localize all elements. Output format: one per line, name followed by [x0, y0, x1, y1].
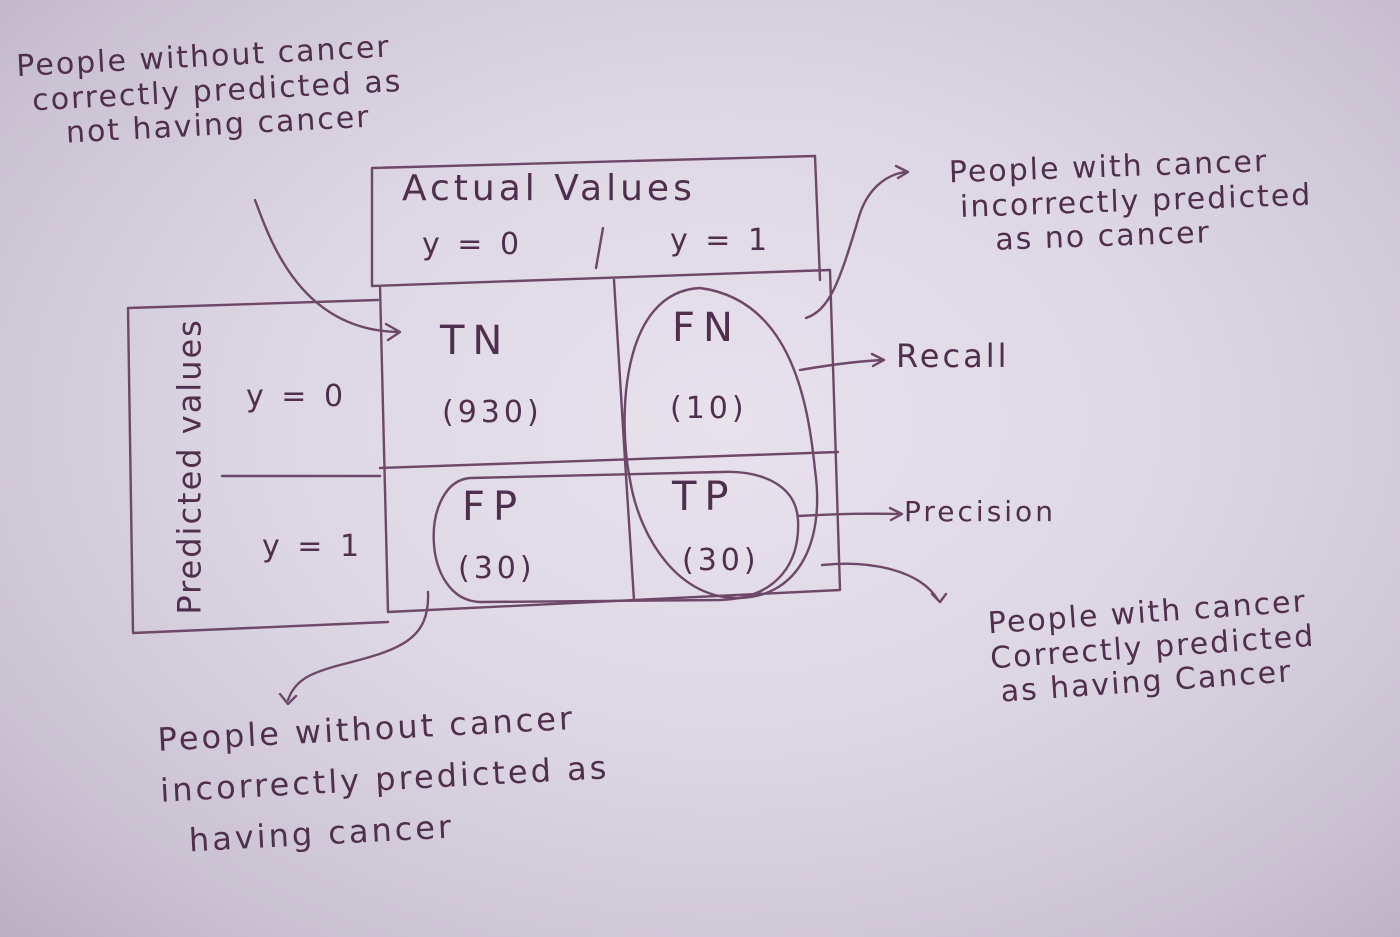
grid-horizontal: [378, 450, 840, 470]
fp-arrow: [278, 590, 430, 706]
precision-ellipse: [432, 470, 800, 604]
predicted-y1-label: y = 1: [262, 529, 364, 564]
fp-annotation: People without cancer incorrectly predic…: [157, 698, 613, 860]
actual-header-box: [370, 154, 822, 288]
grid-outer: [370, 268, 842, 614]
tp-arrow: [820, 562, 948, 604]
actual-values-header: Actual Values: [402, 168, 696, 209]
fn-annotation: People with cancer incorrectly predicted…: [948, 144, 1314, 260]
recall-arrow: [798, 352, 886, 372]
tn-label: TN: [440, 318, 511, 364]
tn-count: (930): [442, 395, 543, 430]
predicted-box: [126, 298, 390, 635]
actual-y1-label: y = 1: [670, 223, 772, 258]
fn-label: FN: [672, 305, 741, 351]
precision-arrow: [796, 506, 904, 522]
fn-arrow: [804, 164, 910, 320]
precision-label: Precision: [904, 495, 1056, 528]
recall-label: Recall: [896, 337, 1010, 375]
tn-annotation: People without cancer correctly predicte…: [16, 30, 405, 153]
fp-label: FP: [462, 484, 526, 530]
tp-count: (30): [682, 543, 760, 578]
tn-arrow: [253, 198, 402, 342]
fn-count: (10): [670, 391, 748, 426]
predicted-values-header: Predicted values: [170, 318, 209, 615]
actual-y0-label: y = 0: [422, 227, 524, 262]
predicted-y0-label: y = 0: [246, 379, 348, 414]
actual-header-divider: [594, 226, 605, 270]
tp-label: TP: [672, 474, 737, 520]
fp-count: (30): [458, 551, 536, 586]
fp-annotation-line: incorrectly predicted as: [159, 748, 611, 810]
